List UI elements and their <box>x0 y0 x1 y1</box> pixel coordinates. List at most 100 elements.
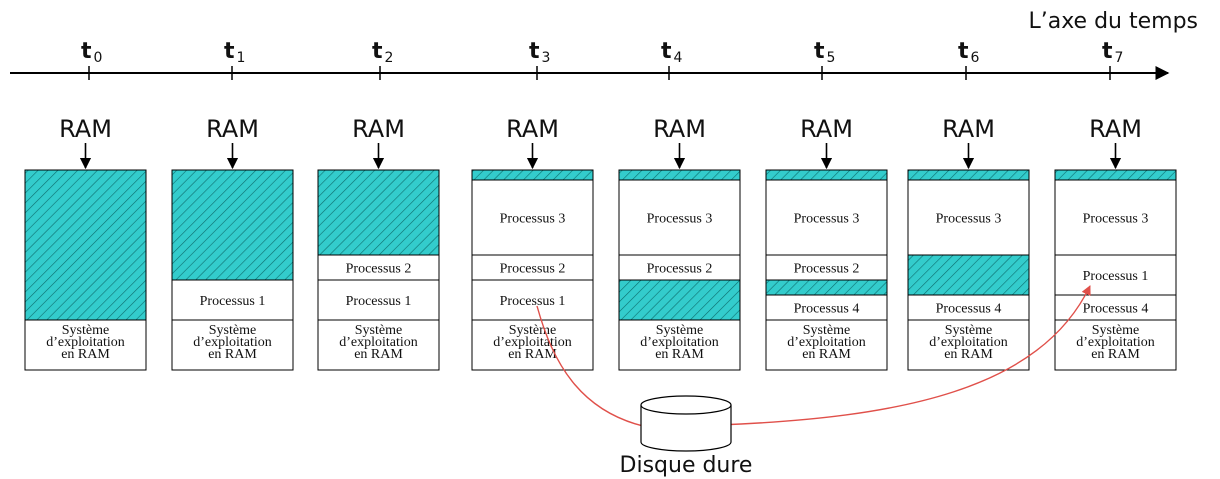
disk-area: Disque dure <box>536 285 1091 478</box>
ram-label: RAM <box>800 115 853 143</box>
os-label-line: Système <box>209 323 256 338</box>
os-label-line: Système <box>355 323 402 338</box>
os-label-line: d’exploitation <box>787 335 866 350</box>
os-label-line: d’exploitation <box>493 335 572 350</box>
swap-in-arrow <box>717 285 1091 426</box>
ram-label: RAM <box>59 115 112 143</box>
process-label: Processus 2 <box>794 262 860 277</box>
os-label-line: Système <box>656 323 703 338</box>
process-label: Processus 2 <box>346 262 412 277</box>
process-label: Processus 4 <box>1083 302 1149 317</box>
process-block <box>171 279 294 321</box>
process-label: Processus 3 <box>1083 212 1149 227</box>
os-block <box>471 319 594 371</box>
os-label-line: Système <box>509 323 556 338</box>
process-label: Processus 1 <box>1083 269 1149 284</box>
os-label-line: d’exploitation <box>640 335 719 350</box>
swap-out-arrow <box>536 305 666 434</box>
process-label: Processus 4 <box>936 302 1002 317</box>
ram-column-t5: RAM Processus 3 Processus 2 Processus 4 Syst… <box>765 115 888 371</box>
ram-label: RAM <box>1089 115 1142 143</box>
free-memory-block <box>24 169 147 321</box>
process-block <box>618 179 741 256</box>
process-block <box>471 279 594 321</box>
free-memory-block <box>618 169 741 181</box>
process-label: Processus 1 <box>500 294 566 309</box>
free-memory-block <box>171 169 294 281</box>
free-memory-block <box>907 254 1030 296</box>
os-block <box>907 319 1030 371</box>
os-block <box>1054 319 1177 371</box>
disk-label: Disque dure <box>620 453 753 478</box>
disk-icon <box>640 395 732 452</box>
os-block <box>24 319 147 371</box>
process-label: Processus 1 <box>200 294 266 309</box>
os-block <box>171 319 294 371</box>
process-block <box>765 179 888 256</box>
free-memory-block <box>1054 169 1177 181</box>
os-label-line: Système <box>62 323 109 338</box>
os-label-line: en RAM <box>655 347 704 362</box>
os-block <box>618 319 741 371</box>
process-label: Processus 3 <box>794 212 860 227</box>
os-label-line: en RAM <box>1091 347 1140 362</box>
ram-column-t4: RAM Processus 3 Processus 2 Systèmed’exploi… <box>618 115 741 371</box>
process-label: Processus 3 <box>936 212 1002 227</box>
process-block <box>618 254 741 281</box>
os-block <box>317 319 440 371</box>
process-block <box>471 254 594 281</box>
os-label-line: d’exploitation <box>1076 335 1155 350</box>
process-block <box>765 254 888 281</box>
free-memory-block <box>471 169 594 181</box>
ram-label: RAM <box>942 115 995 143</box>
free-memory-block <box>618 279 741 321</box>
process-label: Processus 4 <box>794 302 860 317</box>
os-label-line: Système <box>1092 323 1139 338</box>
ram-label: RAM <box>506 115 559 143</box>
process-block <box>317 279 440 321</box>
ram-label: RAM <box>653 115 706 143</box>
os-label-line: Système <box>803 323 850 338</box>
os-label-line: en RAM <box>354 347 403 362</box>
process-block <box>1054 179 1177 256</box>
free-memory-block <box>317 169 440 256</box>
process-label: Processus 2 <box>647 262 713 277</box>
os-label-line: d’exploitation <box>46 335 125 350</box>
process-label: Processus 3 <box>647 212 713 227</box>
time-axis-label: L’axe du temps <box>1028 9 1198 34</box>
os-label-line: d’exploitation <box>339 335 418 350</box>
os-label-line: d’exploitation <box>929 335 1008 350</box>
free-memory-block <box>765 279 888 296</box>
os-label-line: d’exploitation <box>193 335 272 350</box>
os-label-line: en RAM <box>802 347 851 362</box>
os-label-line: Système <box>945 323 992 338</box>
process-label: Processus 3 <box>500 212 566 227</box>
os-block <box>765 319 888 371</box>
process-label: Processus 1 <box>346 294 412 309</box>
free-memory-block <box>765 169 888 181</box>
ram-column-t7: RAM Processus 3 Processus 1 Processus 4 Syst… <box>1054 115 1177 371</box>
